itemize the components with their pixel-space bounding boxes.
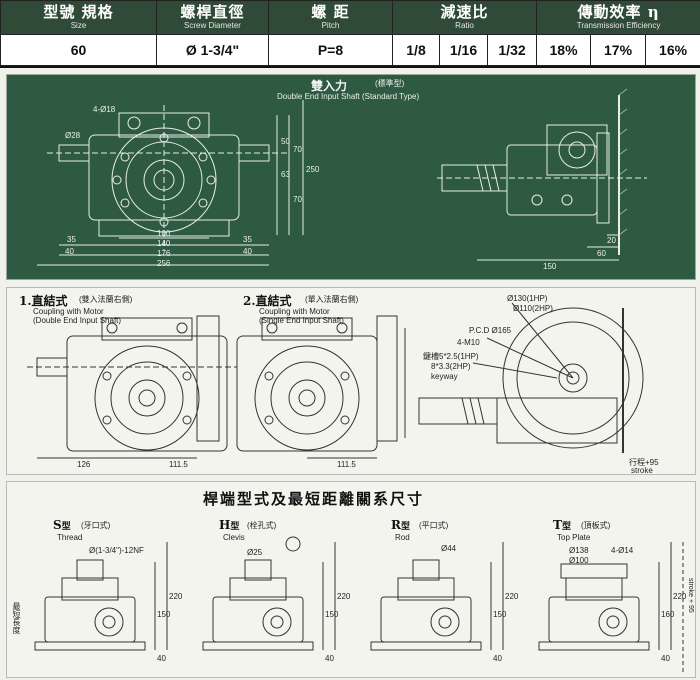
value-efficiency-1: 18% [536, 34, 592, 66]
value-efficiency-2: 17% [590, 34, 647, 66]
type-t-label: T型 [553, 518, 571, 532]
mid-sub-1: Coupling with Motor [259, 307, 330, 316]
label-r7: keyway [431, 372, 458, 381]
motor-coupling-panel: 1.直結式 (雙入法蘭右側) Coupling with Motor (Doub… [6, 287, 696, 475]
dim-mid: 111.5 [337, 460, 356, 469]
type-h-label: H型 [219, 518, 240, 532]
dim-bottom-5: 176 [157, 249, 171, 258]
r-h2: 150 [493, 610, 507, 619]
dim-side-3: 20 [607, 236, 616, 245]
dim-right-3: 250 [306, 165, 320, 174]
type-r-label: R型 [391, 518, 410, 532]
dim-bottom-3: 100 [157, 229, 171, 238]
value-pitch: P=8 [268, 34, 393, 66]
type-s-note: (牙口式) [81, 521, 111, 530]
section1-title: 雙入力 [311, 79, 348, 93]
value-size: 60 [0, 34, 157, 66]
type-h-en: Clevis [223, 533, 245, 542]
type-t-note: (頂板式) [581, 521, 611, 530]
double-input-drawing-panel: 雙入力 (標準型) Double End Input Shaft (Standa… [6, 74, 696, 280]
r-h1: 220 [505, 592, 519, 601]
type-s-label: S型 [53, 518, 71, 532]
label-r5: 鍵槽5*2.5(1HP) [423, 352, 479, 361]
dim-left-b: 111.5 [169, 460, 188, 469]
type-t-dim2: Ø100 [569, 556, 589, 565]
dim-bottom-6: 40 [243, 247, 252, 256]
type-t-dim: Ø138 [569, 546, 589, 555]
type-h-dim: Ø25 [247, 548, 263, 557]
label-r6: 8*3.3(2HP) [431, 362, 471, 371]
rod-end-types-panel: 桿端型式及最短距離關系尺寸 [6, 481, 696, 678]
double-input-drawing [37, 88, 647, 266]
rod-end-title: 桿端型式及最短距離關系尺寸 [203, 490, 425, 508]
s-h1: 220 [169, 592, 183, 601]
dim-right-2: 63 [281, 170, 290, 179]
s-h3: 40 [157, 654, 166, 663]
dim-bottom-7: 35 [243, 235, 252, 244]
dim-bottom-8: 256 [157, 259, 171, 268]
t-h3: 40 [661, 654, 670, 663]
dim-side-1: 150 [543, 262, 557, 271]
type-t-en: Top Plate [557, 533, 591, 542]
label-shaft-diameter: Ø28 [65, 131, 81, 140]
value-ratio-3: 1/32 [486, 34, 538, 66]
rod-end-drawings [34, 536, 684, 672]
dim-right-5: 70 [293, 195, 302, 204]
dim-bottom-4: 140 [157, 239, 171, 248]
mid-sub-2: (Single End Input Shaft) [259, 316, 344, 325]
type-s-en: Thread [57, 533, 83, 542]
mid-title-note: (單入法蘭右側) [305, 295, 359, 304]
side-note-en: stroke + 95 [687, 578, 694, 613]
dim-right-1: 50 [281, 137, 290, 146]
type-r-dim: Ø44 [441, 544, 457, 553]
h-h2: 150 [325, 610, 339, 619]
type-h-note: (栓孔式) [247, 521, 277, 530]
value-efficiency-3: 16% [645, 34, 700, 66]
left-title-note: (雙入法蘭右側) [79, 295, 133, 304]
label-r3: P.C.D Ø165 [469, 326, 512, 335]
label-r9: stroke [631, 466, 653, 475]
type-r-en: Rod [395, 533, 410, 542]
h-h1: 220 [337, 592, 351, 601]
left-title: 1.直結式 [19, 294, 68, 308]
dim-right-4: 70 [293, 145, 302, 154]
t-h2: 160 [661, 610, 675, 619]
label-r1: Ø130(1HP) [507, 294, 548, 303]
value-ratio-1: 1/8 [392, 34, 440, 66]
type-s-dim: Ø(1-3/4")-12NF [89, 546, 144, 555]
dim-bottom-2: 40 [65, 247, 74, 256]
dim-bottom-1: 35 [67, 235, 76, 244]
section1-title-note: (標準型) [375, 79, 405, 88]
side-note: 最短長度 [12, 602, 21, 634]
label-mount-holes: 4-Ø18 [93, 105, 116, 114]
dim-left-a: 126 [77, 460, 91, 469]
mid-title: 2.直結式 [243, 294, 292, 308]
r-h3: 40 [493, 654, 502, 663]
s-h2: 150 [157, 610, 171, 619]
label-r8: 行程+95 [629, 458, 659, 467]
value-screw-diameter: Ø 1-3/4" [156, 34, 269, 66]
t-h1: 220 [673, 592, 687, 601]
left-sub-1: Coupling with Motor [33, 307, 104, 316]
type-t-dim3: 4-Ø14 [611, 546, 634, 555]
type-r-note: (平口式) [419, 521, 449, 530]
section1-title-en: Double End Input Shaft (Standard Type) [277, 92, 420, 101]
h-h3: 40 [325, 654, 334, 663]
dim-side-2: 60 [597, 249, 606, 258]
label-r4: 4-M10 [457, 338, 480, 347]
value-ratio-2: 1/16 [439, 34, 488, 66]
motor-coupling-drawing [27, 302, 644, 459]
label-r2: Ø110(2HP) [513, 304, 553, 313]
left-sub-2: (Double End Input Shaft) [33, 316, 122, 325]
